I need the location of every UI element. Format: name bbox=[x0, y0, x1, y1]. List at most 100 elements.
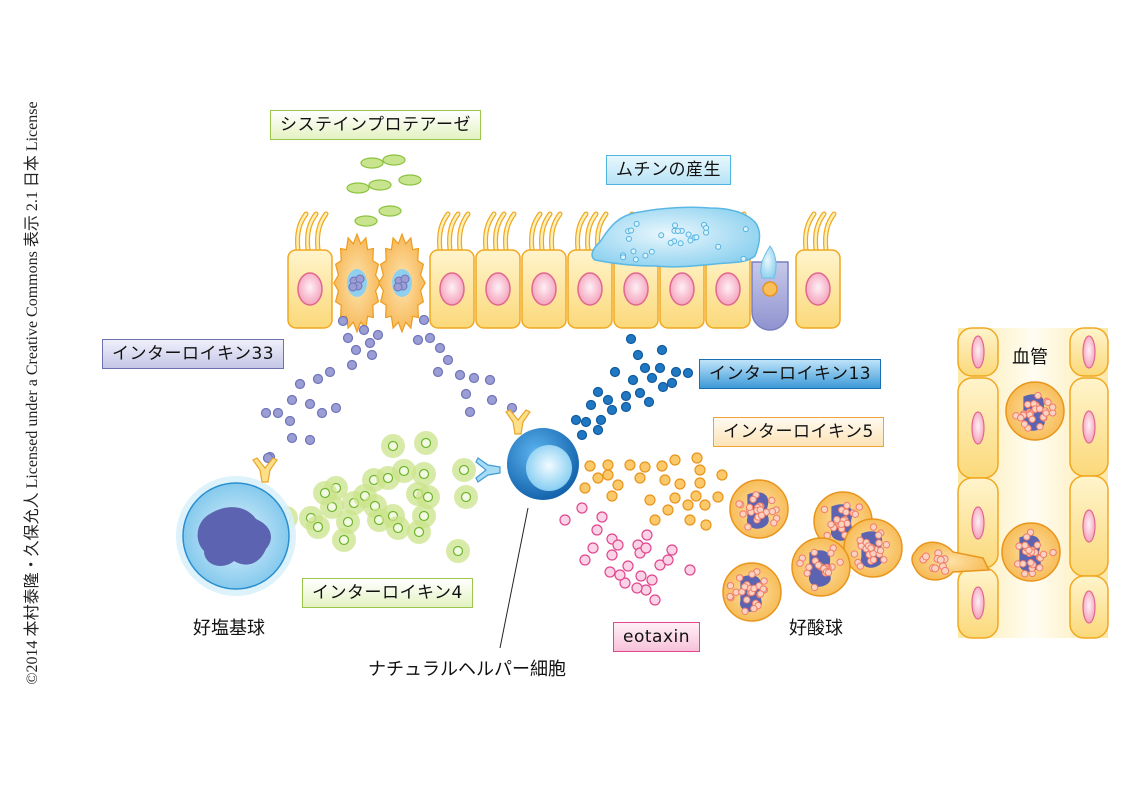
il4-particle bbox=[460, 491, 472, 503]
protease-particle bbox=[378, 205, 402, 217]
eosinophil-granule bbox=[867, 544, 875, 552]
il13-particle bbox=[639, 362, 651, 374]
il5-particle bbox=[700, 519, 712, 531]
il5-particle bbox=[606, 490, 618, 502]
il13-particle bbox=[620, 401, 632, 413]
eosinophil-granule bbox=[843, 501, 851, 510]
mucin-dot bbox=[685, 231, 692, 238]
il4-particle bbox=[398, 465, 410, 477]
eotaxin-particle bbox=[579, 554, 591, 566]
eosinophil-granule bbox=[874, 531, 883, 539]
il5-particle bbox=[579, 482, 591, 494]
receptor-shape bbox=[252, 457, 278, 483]
eosinophil-granule bbox=[814, 561, 823, 569]
eosinophil-granule bbox=[1026, 528, 1035, 537]
label-il13: インターロイキン13 bbox=[699, 359, 882, 389]
eosinophil-granule bbox=[735, 574, 744, 582]
nh-cell-leader-line bbox=[499, 507, 529, 649]
il5-particle bbox=[659, 474, 671, 486]
eosinophil-granule bbox=[1042, 409, 1050, 417]
il4-particle bbox=[319, 487, 331, 499]
eosinophil-granule bbox=[745, 503, 754, 512]
il13-particle bbox=[682, 367, 694, 379]
cilium-highlight bbox=[494, 212, 506, 252]
eosinophil-granule bbox=[820, 505, 829, 514]
cilium-highlight bbox=[438, 212, 450, 252]
eotaxin-particle bbox=[576, 502, 588, 514]
il5-particle bbox=[669, 454, 681, 466]
cilium-highlight bbox=[530, 212, 542, 252]
il33-particle bbox=[484, 374, 496, 386]
eosinophil-granule bbox=[850, 550, 859, 558]
eosinophil-granule bbox=[836, 558, 844, 566]
eosinophil-granule bbox=[1015, 542, 1023, 550]
il33-particle bbox=[337, 315, 349, 327]
basophil-nucleus bbox=[197, 507, 271, 566]
eotaxin-particle bbox=[596, 511, 608, 523]
cilium-highlight bbox=[448, 212, 460, 252]
eosinophil-granule bbox=[842, 508, 850, 516]
mucin-dot bbox=[633, 220, 640, 227]
cilium-highlight bbox=[576, 212, 588, 252]
nucleus bbox=[531, 272, 557, 306]
il33-particle bbox=[366, 349, 378, 361]
mucin-dot bbox=[703, 229, 710, 236]
mucin-dot bbox=[642, 252, 649, 259]
il5-particle bbox=[716, 469, 728, 481]
cytokine-particles bbox=[191, 154, 728, 606]
il13-particle bbox=[570, 414, 582, 426]
il5-particle bbox=[602, 459, 614, 471]
eotaxin-particle bbox=[684, 564, 696, 576]
mucin-dot bbox=[742, 226, 749, 233]
eosinophil-granule bbox=[936, 555, 945, 564]
caption-natural-helper-cell: ナチュラルヘルパー細胞 bbox=[368, 659, 566, 680]
il33-particle bbox=[372, 329, 384, 341]
il33-particle bbox=[304, 434, 316, 446]
eosinophil-granule bbox=[856, 562, 865, 570]
eosinophil-granule bbox=[851, 510, 859, 518]
il33-particle bbox=[294, 378, 306, 390]
basophil-il33-receptor bbox=[252, 457, 278, 483]
eosinophil-granule bbox=[757, 511, 766, 520]
il33-particle bbox=[324, 366, 336, 378]
il33-particle bbox=[454, 369, 466, 381]
eosinophil-granule bbox=[1028, 415, 1036, 423]
il5-particle bbox=[612, 479, 624, 491]
eotaxin-particle bbox=[619, 577, 631, 589]
il33-particle bbox=[432, 366, 444, 378]
eosinophil-granule bbox=[833, 515, 841, 524]
il4-particle bbox=[422, 491, 434, 503]
il33-particle bbox=[418, 314, 430, 326]
il33-particle bbox=[312, 373, 324, 385]
il13-particle bbox=[625, 333, 637, 345]
il13-particle bbox=[609, 366, 621, 378]
il4-particle bbox=[382, 472, 394, 484]
il5-particle bbox=[644, 494, 656, 506]
eosinophil-granule bbox=[1048, 403, 1057, 411]
cilium-highlight bbox=[306, 212, 318, 252]
eosinophil-granule bbox=[770, 519, 778, 527]
mucin-dot bbox=[740, 255, 747, 262]
il4-particle bbox=[452, 545, 464, 557]
mucin-dot bbox=[625, 235, 632, 242]
il5-particle bbox=[682, 499, 694, 511]
il13-particle bbox=[580, 416, 592, 428]
cilium-highlight bbox=[824, 212, 836, 252]
receptor-shape bbox=[505, 409, 531, 435]
mucin-dot bbox=[687, 237, 694, 244]
cilium-highlight bbox=[550, 212, 562, 252]
mucin-dot bbox=[674, 227, 681, 234]
eosinophil-granule bbox=[1039, 550, 1048, 559]
epithelial-cell bbox=[287, 211, 333, 329]
il13-particle bbox=[666, 377, 678, 389]
eosinophil-granule bbox=[824, 568, 833, 577]
il33-granule bbox=[348, 282, 358, 292]
natural-helper-nucleus bbox=[526, 445, 572, 491]
eosinophil-granule bbox=[756, 590, 765, 598]
il33-particle bbox=[272, 407, 284, 419]
il13-particle bbox=[634, 387, 646, 399]
il5-particle bbox=[656, 460, 668, 472]
eosinophil bbox=[791, 537, 851, 597]
eotaxin-particle bbox=[662, 554, 674, 566]
il33-particle bbox=[424, 332, 436, 344]
